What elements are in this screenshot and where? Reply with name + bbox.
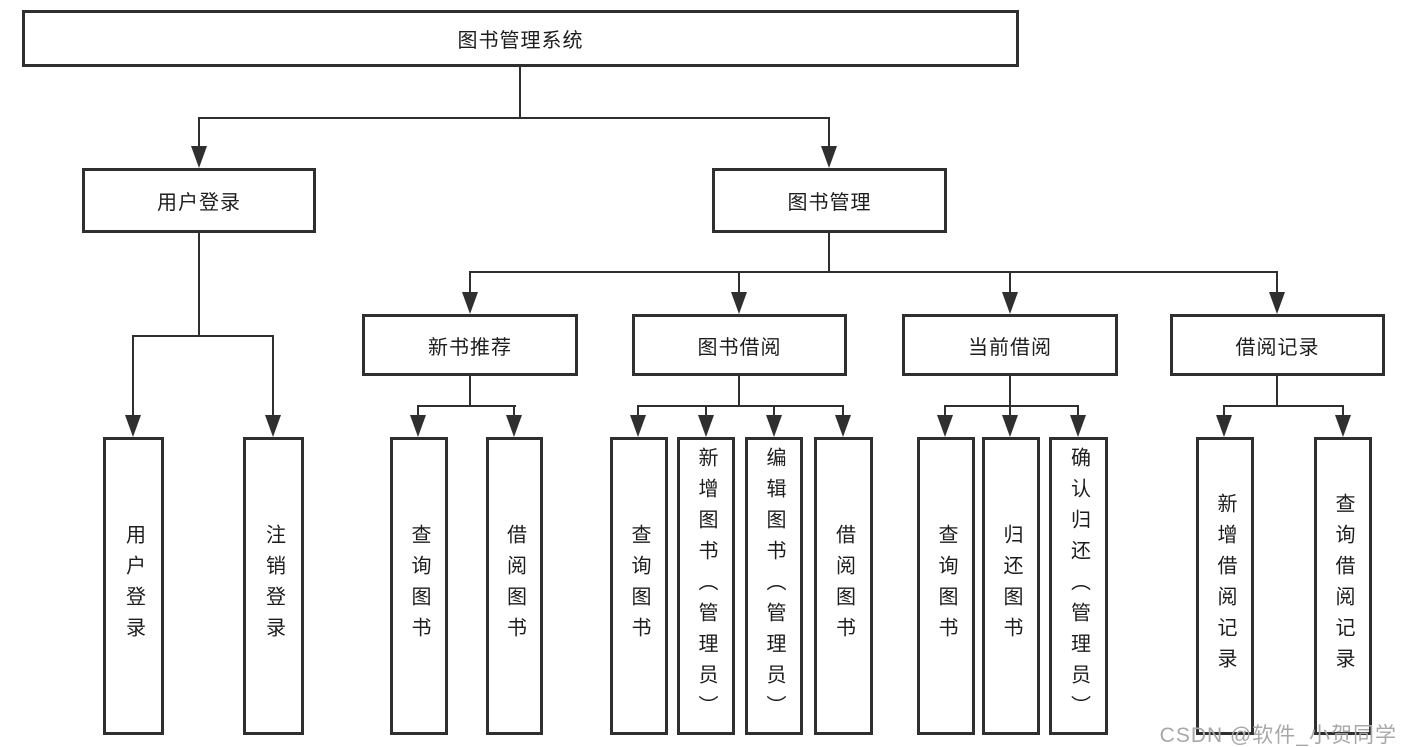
connector-leaf-drop [773, 405, 775, 419]
connector-rail [637, 405, 844, 407]
leaf-label: 归还图书 [1000, 524, 1022, 648]
arrow-down-icon [462, 292, 478, 314]
leaf-query-borrow-record: 查询借阅记录 [1314, 437, 1372, 735]
node-root-label: 图书管理系统 [457, 30, 584, 52]
arrow-down-icon [191, 146, 207, 168]
connector-level3-drop [1276, 271, 1278, 295]
leaf-label: 新增图书（管理员） [695, 446, 717, 726]
leaf-borrow-book: 借阅图书 [814, 437, 873, 735]
leaf-confirm-return-admin: 确认归还（管理员） [1049, 437, 1108, 735]
leaf-add-book-admin: 新增图书（管理员） [677, 437, 735, 735]
arrow-down-icon [1335, 415, 1351, 437]
node-user-login-label: 用户登录 [157, 192, 241, 214]
leaf-add-borrow-record: 新增借阅记录 [1196, 437, 1254, 735]
node-book-management-label: 图书管理 [787, 192, 872, 214]
node-book-borrow-label: 图书借阅 [697, 336, 782, 359]
node-book-borrow: 图书借阅 [632, 314, 847, 376]
arrow-down-icon [1216, 415, 1232, 437]
connector-user-login-drop [198, 117, 200, 150]
arrow-down-icon [410, 415, 426, 437]
connector-root-stem [519, 66, 521, 118]
connector-leaf-drop [1077, 405, 1079, 419]
node-borrow-records-label: 借阅记录 [1235, 336, 1320, 359]
leaf-label: 新增借阅记录 [1214, 493, 1236, 679]
leaf-label: 借阅图书 [503, 524, 526, 648]
leaf-label: 借阅图书 [832, 524, 855, 648]
node-new-book-recommend-label: 新书推荐 [428, 336, 512, 359]
leaf-return-book: 归还图书 [982, 437, 1040, 735]
connector-leaf-drop [272, 335, 274, 419]
connector-level3-drop [469, 271, 471, 295]
leaf-query-book: 查询图书 [917, 437, 975, 735]
connector-leaf-drop [842, 405, 844, 419]
connector-rail [944, 405, 1079, 407]
leaf-query-book: 查询图书 [390, 437, 448, 735]
node-user-login: 用户登录 [82, 168, 316, 233]
connector-stem [1009, 375, 1011, 406]
connector-leaf-drop [132, 335, 134, 419]
node-book-management: 图书管理 [712, 168, 947, 233]
arrow-down-icon [506, 415, 522, 437]
arrow-down-icon [766, 415, 782, 437]
leaf-logout: 注销登录 [243, 437, 304, 735]
connector-level3-drop [738, 271, 740, 295]
connector-stem [469, 375, 471, 406]
connector-leaf-drop [513, 405, 515, 419]
leaf-label: 编辑图书（管理员） [763, 446, 785, 726]
leaf-label: 用户登录 [122, 524, 145, 648]
arrow-down-icon [1070, 415, 1086, 437]
node-new-book-recommend: 新书推荐 [362, 314, 578, 376]
arrow-down-icon [265, 415, 281, 437]
connector-leaf-drop [1342, 405, 1344, 419]
connector-user-login-stem [198, 232, 200, 336]
arrow-down-icon [1002, 292, 1018, 314]
leaf-label: 查询图书 [628, 524, 650, 648]
connector-leaf-drop [417, 405, 419, 419]
arrow-down-icon [1002, 415, 1018, 437]
node-current-borrow: 当前借阅 [902, 314, 1118, 376]
leaf-label: 查询图书 [408, 524, 430, 648]
leaf-edit-book-admin: 编辑图书（管理员） [745, 437, 803, 735]
connector-leaf-drop [944, 405, 946, 419]
node-root: 图书管理系统 [22, 10, 1019, 67]
connector-leaf-drop [1009, 405, 1011, 419]
connector-stem [738, 375, 740, 406]
leaf-label: 查询图书 [935, 524, 957, 648]
arrow-down-icon [1269, 292, 1285, 314]
connector-book-mgmt-drop [828, 117, 830, 150]
arrow-down-icon [630, 415, 646, 437]
connector-user-login-rail [132, 335, 274, 337]
connector-leaf-drop [637, 405, 639, 419]
leaf-borrow-book: 借阅图书 [486, 437, 543, 735]
watermark: CSDN @软件_小贺同学 [1159, 724, 1397, 747]
connector-book-mgmt-rail [469, 271, 1278, 273]
node-borrow-records: 借阅记录 [1170, 314, 1385, 376]
arrow-down-icon [698, 415, 714, 437]
connector-leaf-drop [1223, 405, 1225, 419]
connector-rail [1223, 405, 1344, 407]
connector-rail [417, 405, 516, 407]
node-current-borrow-label: 当前借阅 [968, 336, 1052, 359]
arrow-down-icon [125, 415, 141, 437]
leaf-label: 查询借阅记录 [1332, 493, 1354, 679]
arrow-down-icon [821, 146, 837, 168]
arrow-down-icon [835, 415, 851, 437]
leaf-user-login: 用户登录 [103, 437, 164, 735]
connector-stem [1276, 375, 1278, 406]
leaf-query-book: 查询图书 [610, 437, 668, 735]
leaf-label: 注销登录 [262, 524, 285, 648]
connector-root-rail [198, 117, 830, 119]
connector-level3-drop [1009, 271, 1011, 295]
connector-book-mgmt-stem [828, 232, 830, 273]
leaf-label: 确认归还（管理员） [1067, 446, 1090, 726]
connector-leaf-drop [705, 405, 707, 419]
arrow-down-icon [731, 292, 747, 314]
arrow-down-icon [937, 415, 953, 437]
